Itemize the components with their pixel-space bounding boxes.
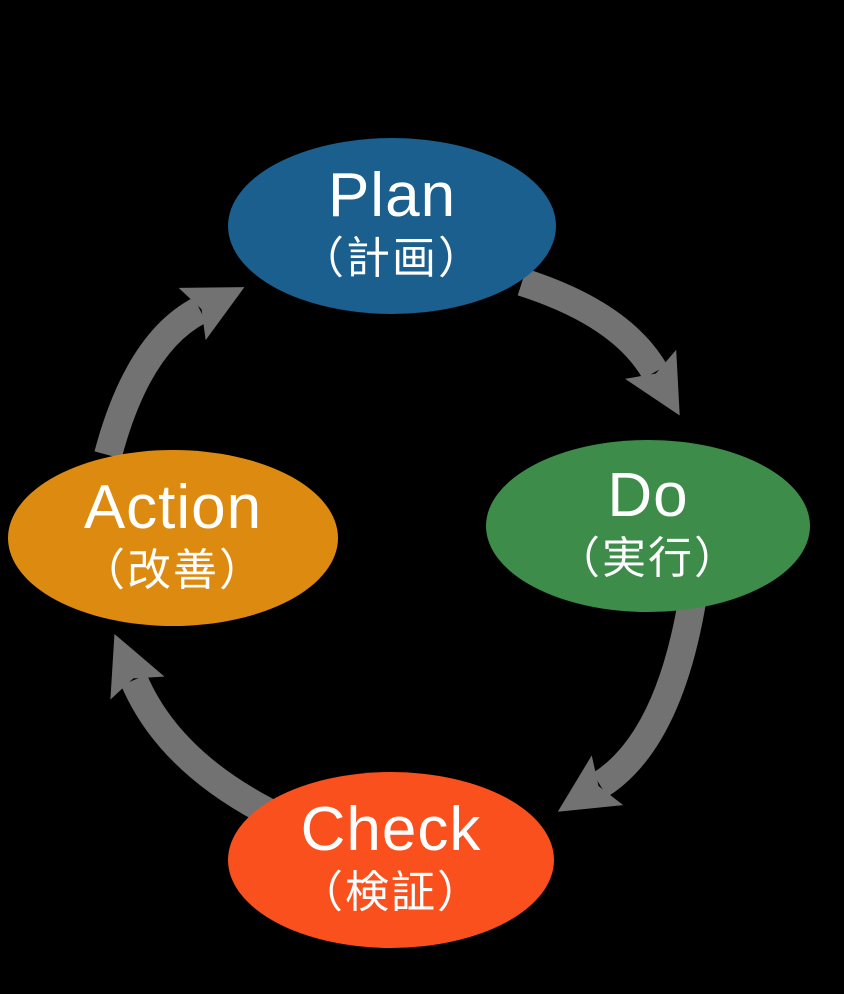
check-label: Check: [301, 795, 482, 864]
plan-sublabel: （計画）: [300, 234, 484, 283]
arrow-plan-to-do: [517, 268, 680, 416]
arrow-do-to-check: [557, 599, 706, 812]
do-sublabel: （実行）: [556, 534, 740, 583]
plan-ellipse: [228, 138, 556, 314]
node-do: Do （実行）: [486, 440, 810, 612]
arrow-action-to-plan: [94, 287, 245, 459]
do-ellipse: [486, 440, 810, 612]
node-action: Action （改善）: [8, 450, 338, 626]
do-label: Do: [607, 461, 688, 530]
action-sublabel: （改善）: [81, 546, 265, 595]
node-check: Check （検証）: [228, 772, 554, 948]
check-ellipse: [228, 772, 554, 948]
check-sublabel: （検証）: [299, 868, 483, 917]
arrow-check-to-action: [110, 634, 275, 825]
action-ellipse: [8, 450, 338, 626]
node-plan: Plan （計画）: [228, 138, 556, 314]
plan-label: Plan: [328, 161, 456, 230]
action-label: Action: [84, 473, 262, 542]
